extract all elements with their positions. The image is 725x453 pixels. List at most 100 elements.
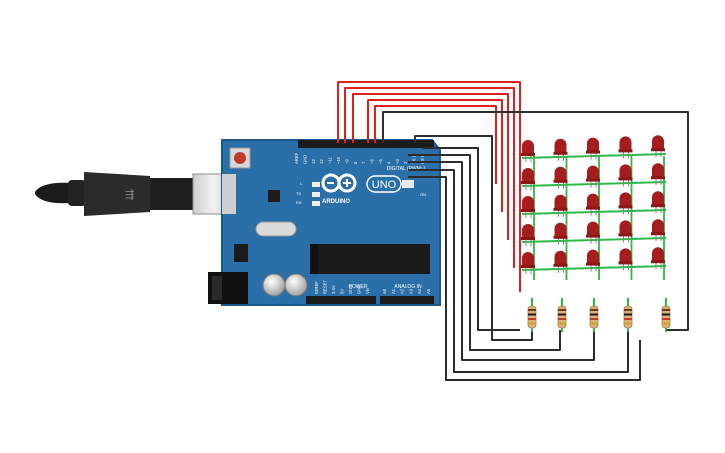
pin-label: A4 bbox=[417, 288, 422, 294]
pin-label: ~5 bbox=[378, 159, 383, 164]
row-trace bbox=[521, 265, 667, 271]
led bbox=[618, 220, 633, 243]
wire-black bbox=[382, 111, 689, 331]
led bbox=[651, 191, 665, 214]
on-label: ON bbox=[420, 192, 426, 197]
row-trace bbox=[521, 153, 667, 159]
pin-label: 2 bbox=[403, 161, 408, 164]
usb-symbol-icon: ⇶ bbox=[125, 188, 134, 201]
pin-label: Vin bbox=[365, 287, 370, 294]
board-brand: ARDUINO bbox=[322, 199, 350, 205]
crystal bbox=[255, 221, 297, 237]
pin-label: ~3 bbox=[395, 159, 400, 164]
wire-black bbox=[423, 147, 520, 331]
pin-label: 13 bbox=[311, 159, 316, 164]
resistor bbox=[661, 298, 671, 332]
pin-label: ~9 bbox=[344, 159, 349, 164]
pin-label: 5V bbox=[340, 289, 345, 294]
led bbox=[553, 250, 568, 273]
led bbox=[618, 248, 633, 271]
pin-label: ~11 bbox=[328, 157, 333, 164]
row-trace bbox=[521, 209, 667, 215]
atmega-chip bbox=[310, 244, 430, 274]
pin-label: A5 bbox=[426, 288, 431, 294]
pin-label: ~6 bbox=[370, 159, 375, 164]
digital-label: DIGITAL (PWM~) bbox=[387, 166, 426, 172]
wire-red bbox=[337, 81, 521, 292]
led bbox=[651, 247, 665, 270]
led bbox=[553, 194, 568, 217]
resistors bbox=[527, 298, 671, 332]
pin-label: 7 bbox=[361, 161, 366, 164]
analog-label: ANALOG IN bbox=[394, 284, 422, 290]
resistor bbox=[589, 298, 599, 332]
row-trace bbox=[521, 237, 667, 243]
tx-label: TX bbox=[296, 191, 301, 196]
wire-black bbox=[408, 154, 561, 351]
board-model: UNO bbox=[372, 179, 397, 191]
pin-label: ~10 bbox=[336, 156, 341, 164]
pin-label: AREF bbox=[294, 152, 299, 164]
resistor bbox=[527, 298, 537, 332]
usb-cable: ⇶ bbox=[35, 172, 236, 216]
pin-label: GND bbox=[348, 285, 353, 294]
led bbox=[586, 249, 600, 272]
wire-red bbox=[352, 93, 509, 240]
led bbox=[618, 164, 633, 187]
led bbox=[651, 219, 665, 242]
wire-red bbox=[374, 105, 497, 184]
analog-header bbox=[380, 296, 434, 304]
pin-label: RESET bbox=[323, 280, 328, 294]
arduino-uno-board: UNO ARDUINO DIGITAL (PWM~) POWER ANALOG … bbox=[208, 139, 441, 306]
led bbox=[553, 138, 568, 161]
wire-black bbox=[408, 161, 595, 361]
pin-label: A1 bbox=[391, 288, 396, 294]
led bbox=[586, 137, 600, 160]
wire-black bbox=[408, 169, 629, 373]
led bbox=[651, 135, 665, 158]
pin-label: A3 bbox=[408, 288, 413, 294]
led bbox=[521, 196, 535, 218]
led bbox=[586, 221, 600, 244]
capacitor bbox=[262, 273, 286, 297]
wire-red bbox=[367, 99, 503, 212]
pin-label: IOREF bbox=[314, 281, 319, 294]
led bbox=[521, 168, 535, 190]
pin-label: A2 bbox=[400, 288, 405, 294]
rx-label: RX bbox=[296, 200, 302, 205]
capacitor bbox=[284, 273, 308, 297]
wire-red bbox=[344, 87, 515, 268]
pin-label: A0 bbox=[382, 288, 387, 294]
led bbox=[553, 222, 568, 245]
wire-black bbox=[408, 176, 641, 381]
resistor bbox=[557, 298, 567, 332]
led-matrix bbox=[521, 135, 667, 280]
pin-label: TX 1 bbox=[412, 154, 417, 164]
pin-label: RX 0 bbox=[420, 154, 425, 164]
led bbox=[553, 166, 568, 189]
row-trace bbox=[521, 181, 667, 187]
led bbox=[651, 163, 665, 186]
led bbox=[586, 193, 600, 216]
led bbox=[618, 136, 633, 159]
l-label: L bbox=[300, 181, 303, 186]
led bbox=[521, 252, 535, 274]
resistor bbox=[623, 298, 633, 332]
pin-label: 12 bbox=[319, 159, 324, 164]
power-header bbox=[306, 296, 376, 304]
wire-black bbox=[414, 135, 533, 341]
pin-label: GND bbox=[357, 285, 362, 294]
pin-label: 4 bbox=[386, 161, 391, 164]
power-label: POWER bbox=[349, 284, 368, 290]
led bbox=[521, 224, 535, 246]
reset-button[interactable] bbox=[234, 152, 246, 164]
pin-label: 8 bbox=[353, 161, 358, 164]
led bbox=[618, 192, 633, 215]
pin-label: GND bbox=[302, 155, 307, 164]
arduino-logo-icon bbox=[321, 173, 357, 193]
wires bbox=[337, 81, 689, 381]
